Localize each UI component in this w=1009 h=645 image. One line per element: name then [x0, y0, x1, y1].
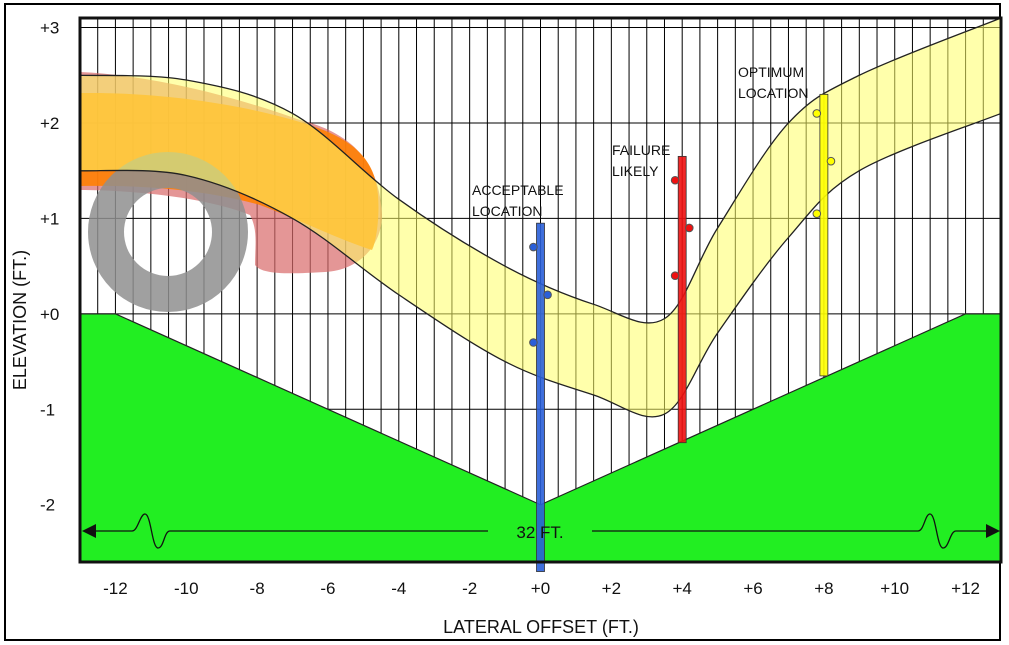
y-tick-label: -2 — [40, 496, 55, 515]
marker-optimum — [812, 93, 836, 377]
y-tick-labels: +3 +2 +1 +0 -1 -2 — [40, 19, 59, 515]
y-tick-label: +0 — [40, 305, 59, 324]
x-tick-label: +0 — [531, 579, 550, 598]
y-tick-label: +3 — [40, 19, 59, 38]
x-tick-label: +4 — [672, 579, 691, 598]
annotation-failure: FAILURE LIKELY — [612, 142, 670, 179]
annotation-failure-line1: FAILURE — [612, 142, 670, 158]
x-tick-label: +10 — [880, 579, 909, 598]
marker-failure — [670, 155, 694, 444]
annotation-acceptable-line1: ACCEPTABLE — [472, 182, 564, 198]
plot-border — [78, 16, 1003, 564]
x-tick-label: -6 — [320, 579, 335, 598]
x-tick-label: -4 — [391, 579, 406, 598]
marker-failure-dot — [684, 223, 694, 233]
x-tick-labels: -12 -10 -8 -6 -4 -2 +0 +2 +4 +6 +8 +10 +12 — [103, 579, 980, 598]
arrowhead-right — [986, 524, 1000, 538]
x-tick-label: -12 — [103, 579, 128, 598]
width-dimension-line — [90, 513, 990, 549]
x-axis-label: LATERAL OFFSET (FT.) — [443, 617, 639, 637]
x-tick-label: +8 — [814, 579, 833, 598]
x-tick-label: +6 — [743, 579, 762, 598]
x-tick-label: -8 — [250, 579, 265, 598]
marker-acceptable-post — [536, 222, 545, 572]
marker-failure-post — [677, 155, 687, 444]
x-tick-label: +2 — [602, 579, 621, 598]
marker-failure-dot — [670, 175, 680, 185]
marker-optimum-dot — [812, 209, 822, 218]
arrowhead-left — [82, 524, 96, 538]
location-markers — [529, 93, 836, 572]
marker-optimum-dot — [812, 109, 822, 118]
marker-acceptable-dot — [529, 242, 538, 252]
marker-failure-dot — [670, 271, 680, 280]
marker-acceptable-dot — [543, 290, 552, 300]
annotation-acceptable: ACCEPTABLE LOCATION — [472, 182, 564, 219]
annotation-optimum-line1: OPTIMUM — [738, 64, 804, 80]
x-tick-label: +12 — [951, 579, 980, 598]
annotation-acceptable-line2: LOCATION — [472, 203, 543, 219]
y-axis-label: ELEVATION (FT.) — [10, 250, 30, 390]
marker-optimum-dot — [826, 156, 836, 166]
annotation-failure-line2: LIKELY — [612, 163, 659, 179]
x-tick-label: -10 — [174, 579, 199, 598]
y-tick-label: +1 — [40, 209, 59, 228]
width-dimension: 32 FT. — [82, 513, 1000, 549]
y-tick-label: +2 — [40, 114, 59, 133]
x-tick-label: -2 — [462, 579, 477, 598]
annotation-optimum-line2: LOCATION — [738, 85, 809, 101]
annotation-optimum: OPTIMUM LOCATION — [738, 64, 809, 101]
marker-acceptable — [529, 222, 552, 572]
marker-acceptable-dot — [529, 338, 538, 347]
width-dimension-label: 32 FT. — [516, 523, 563, 542]
y-tick-label: -1 — [40, 400, 55, 419]
marker-optimum-post — [819, 93, 829, 377]
